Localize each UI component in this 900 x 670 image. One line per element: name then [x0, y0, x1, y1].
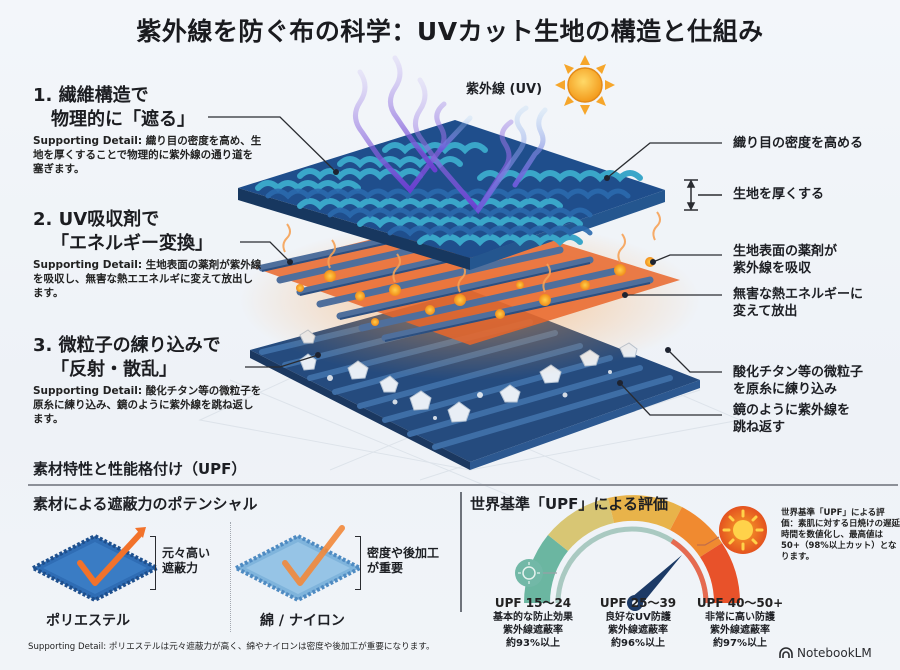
label-thickness: 生地を厚くする	[733, 187, 825, 202]
bracket	[355, 536, 361, 590]
uv-label: 紫外線 (UV)	[466, 82, 543, 97]
left-leaders	[208, 116, 337, 368]
callout-heading: 2. UV吸収剤で 「エネルギー変換」	[33, 209, 213, 254]
section-divider	[28, 484, 898, 486]
materials-divider	[230, 522, 231, 632]
callout-detail: Supporting Detail: 酸化チタン等の微粒子を原糸に練り込み、鏡の…	[33, 385, 262, 425]
upf-level-good: UPF 25〜39 良好なUV防護 紫外線遮蔽率 約96%以上	[599, 596, 677, 649]
label-titanium-particles: 酸化チタン等の微粒子を原糸に練り込み	[733, 365, 864, 397]
page-title: 紫外線を防ぐ布の科学：UVカット生地の構造と仕組み	[136, 17, 764, 46]
upf-level-basic: UPF 15〜24 基本的な防止効果 紫外線遮蔽率 約93%以上	[493, 596, 573, 649]
materials-subtitle: 素材による遮蔽力のポテンシャル	[33, 495, 258, 513]
uv-rays	[353, 55, 548, 215]
upf-level-high: UPF 40〜50+ 非常に高い防護 紫外線遮蔽率 約97%以上	[696, 596, 784, 649]
upf-side-note: 世界基準「UPF」による評価：素肌に対する日焼けの遅延時間を数値化し、最高値は5…	[781, 508, 900, 562]
bracket	[150, 536, 156, 590]
high-uv-sun-icon	[719, 506, 767, 554]
callout-detail: Supporting Detail: 織り目の密度を高め、生地を厚くすることで物…	[33, 135, 262, 175]
brand-badge: NotebookLM	[779, 646, 872, 660]
upf-subtitle: 世界基準「UPF」による評価	[470, 495, 668, 513]
polyester-fabric-icon	[28, 533, 162, 603]
callout-heading: 3. 微粒子の練り込みで 「反射・散乱」	[33, 335, 221, 380]
callout-reflect-scatter: 3. 微粒子の練り込みで 「反射・散乱」 Supporting Detail: …	[33, 334, 263, 426]
label-mirror-reflect: 鏡のように紫外線を跳ね返す	[733, 403, 851, 435]
cotton-nylon-fabric-icon	[231, 533, 365, 603]
callout-block-physical: 1. 繊維構造で 物理的に「遮る」 Supporting Detail: 織り目…	[33, 84, 263, 176]
material-polyester: ポリエステル	[46, 613, 130, 629]
material-cotton-nylon: 綿 / ナイロン	[260, 613, 345, 629]
polyester-check-icon	[77, 527, 146, 586]
label-agent-absorb: 生地表面の薬剤が紫外線を吸収	[733, 244, 838, 276]
notebooklm-logo-icon	[779, 647, 793, 658]
cotton-nylon-note: 密度や後加工が重要	[367, 546, 440, 575]
callout-detail: Supporting Detail: 生地表面の薬剤が紫外線を吸収し、無害な熱エ…	[33, 259, 262, 299]
label-weave-density: 織り目の密度を高める	[733, 136, 864, 151]
label-heat-release: 無害な熱エネルギーに変えて放出	[733, 287, 864, 319]
right-leader-dots	[604, 175, 671, 386]
right-leaders	[606, 142, 722, 416]
materials-footnote: Supporting Detail: ポリエステルは元々遮蔽力が高く、綿やナイロ…	[28, 642, 435, 652]
callout-heading: 1. 繊維構造で 物理的に「遮る」	[33, 85, 195, 130]
polyester-note: 元々高い遮蔽力	[162, 546, 211, 575]
section-title: 素材特性と性能格付け（UPF）	[33, 460, 247, 478]
column-divider	[460, 492, 462, 612]
low-uv-sun-icon	[515, 559, 543, 587]
callout-uv-absorber: 2. UV吸収剤で 「エネルギー変換」 Supporting Detail: 生…	[33, 208, 263, 300]
thickness-marker	[684, 179, 722, 211]
upf-gauge	[523, 495, 741, 611]
layer-absorb	[255, 211, 680, 345]
sun-icon	[555, 55, 615, 115]
cotton-nylon-check-icon	[282, 525, 345, 586]
